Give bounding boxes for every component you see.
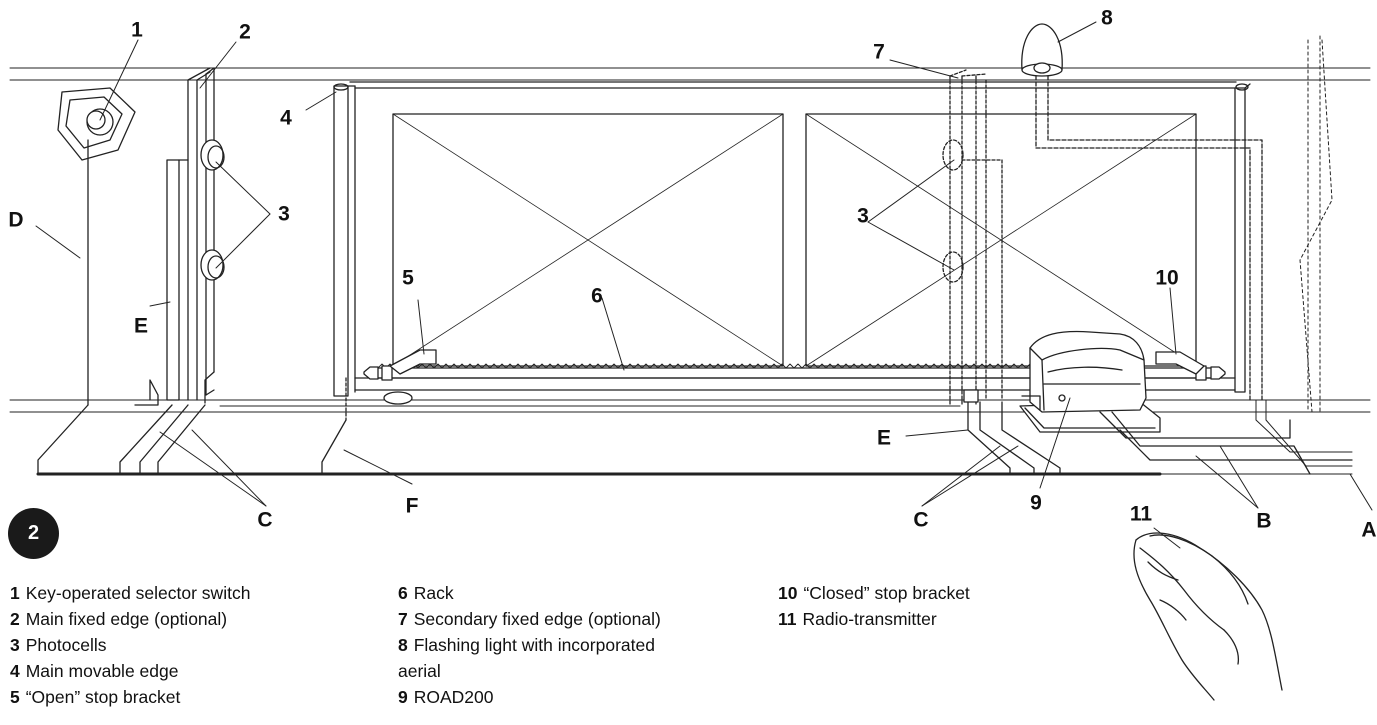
leader-lines xyxy=(35,21,1373,549)
legend-num: 4 xyxy=(10,661,20,681)
figure-number-badge: 2 xyxy=(8,508,59,559)
legend-num: 3 xyxy=(10,635,20,655)
legend-text-continued: aerial xyxy=(398,661,441,681)
legend-text: Main movable edge xyxy=(25,661,179,681)
legend-num: 5 xyxy=(10,687,20,707)
legend-num: 10 xyxy=(778,583,798,603)
legend-num: 2 xyxy=(10,609,20,629)
callout-4: 4 xyxy=(280,106,292,130)
callout-C-left: C xyxy=(257,508,273,532)
key-selector-switch xyxy=(37,87,136,475)
closed-stop-bracket xyxy=(1155,351,1205,375)
legend-text: “Open” stop bracket xyxy=(25,687,181,707)
legend-text: “Closed” stop bracket xyxy=(803,583,970,603)
callout-8: 8 xyxy=(1101,6,1113,30)
callout-1: 1 xyxy=(131,18,143,42)
right-fence xyxy=(1299,35,1333,413)
legend-text: Key-operated selector switch xyxy=(25,583,251,603)
legend-text: Photocells xyxy=(25,635,107,655)
callout-B: B xyxy=(1256,509,1272,533)
callout-3-right: 3 xyxy=(857,204,869,228)
radio-transmitter-hand xyxy=(1133,532,1283,701)
callout-6: 6 xyxy=(591,284,603,308)
open-stop-bracket xyxy=(389,349,437,375)
callout-2: 2 xyxy=(239,20,251,44)
legend-text: Flashing light with incorporated xyxy=(413,635,655,655)
callout-A: A xyxy=(1361,518,1377,542)
gear-motor xyxy=(1019,330,1353,475)
callout-E-right: E xyxy=(876,426,892,450)
legend-num: 6 xyxy=(398,583,408,603)
legend-num: 7 xyxy=(398,609,408,629)
callout-11: 11 xyxy=(1129,502,1153,526)
callout-9: 9 xyxy=(1030,491,1042,515)
main-fixed-post xyxy=(119,67,225,475)
legend-text: Main fixed edge (optional) xyxy=(25,609,228,629)
legend-item: 10“Closed” stop bracket xyxy=(778,580,970,606)
legend-text: Secondary fixed edge (optional) xyxy=(413,609,661,629)
legend-text: Radio-transmitter xyxy=(802,609,937,629)
secondary-post-base xyxy=(963,389,1061,475)
legend-text: ROAD200 xyxy=(413,687,494,707)
callout-7: 7 xyxy=(873,40,885,64)
legend-num: 8 xyxy=(398,635,408,655)
callout-C-right: C xyxy=(913,508,929,532)
legend-num: 1 xyxy=(10,583,20,603)
legend-item: 5“Open” stop bracket xyxy=(10,684,250,710)
callout-3-left: 3 xyxy=(278,202,290,226)
flashing-light xyxy=(1021,23,1353,467)
callout-D: D xyxy=(8,208,24,232)
callout-10: 10 xyxy=(1155,266,1179,290)
callout-E-left: E xyxy=(133,314,149,338)
callout-F: F xyxy=(405,494,419,518)
callout-5: 5 xyxy=(402,266,414,290)
legend-text: Rack xyxy=(413,583,454,603)
legend-num: 11 xyxy=(778,609,797,629)
secondary-fixed-post xyxy=(942,69,1003,406)
legend-num: 9 xyxy=(398,687,408,707)
